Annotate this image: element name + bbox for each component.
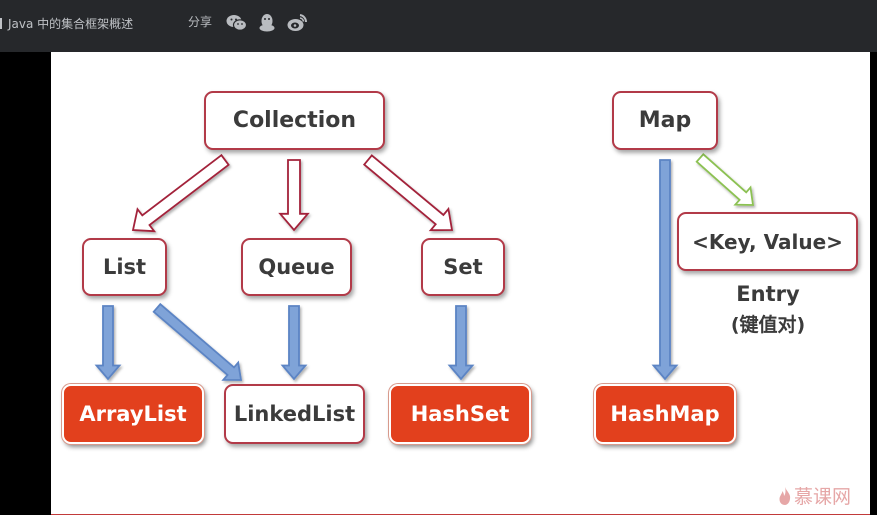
arrow-list-to-linkedlist xyxy=(152,302,243,381)
course-title-text: Java 中的集合框架概述 xyxy=(8,17,134,31)
node-map: Map xyxy=(612,91,718,150)
weibo-icon[interactable] xyxy=(286,13,308,33)
title-marker xyxy=(0,18,2,29)
arrow-collection-to-list xyxy=(131,153,230,233)
node-collection: Collection xyxy=(204,91,385,150)
course-title: Java 中的集合框架概述 xyxy=(0,15,133,32)
right-edge xyxy=(870,52,877,515)
node-list: List xyxy=(82,238,167,296)
node-linkedlist: LinkedList xyxy=(224,384,365,444)
node-queue: Queue xyxy=(241,238,352,296)
share-label: 分享 xyxy=(188,15,213,29)
arrow-queue-to-linkedlist xyxy=(280,305,308,381)
wechat-icon[interactable] xyxy=(226,13,248,33)
watermark-logo: 慕课网 xyxy=(778,482,851,511)
node-entry: <Key, Value> xyxy=(677,212,858,271)
qq-icon[interactable] xyxy=(256,13,278,33)
arrow-list-to-arraylist xyxy=(94,305,122,381)
flame-icon xyxy=(778,486,792,511)
entry-caption: Entry xyxy=(736,282,800,306)
node-set: Set xyxy=(421,238,505,296)
arrow-map-to-hashmap xyxy=(651,159,679,381)
entry-subcaption: (键值对) xyxy=(730,314,806,336)
top-bar: Java 中的集合框架概述 分享 xyxy=(0,0,877,52)
arrow-map-to-entry xyxy=(695,153,755,206)
arrow-collection-to-queue xyxy=(278,159,310,232)
arrow-collection-to-set xyxy=(362,154,454,232)
node-hashmap: HashMap xyxy=(594,384,736,444)
watermark-text: 慕课网 xyxy=(794,486,852,508)
node-arraylist: ArrayList xyxy=(62,384,204,444)
arrow-set-to-hashset xyxy=(447,305,475,381)
node-hashset: HashSet xyxy=(389,384,531,444)
